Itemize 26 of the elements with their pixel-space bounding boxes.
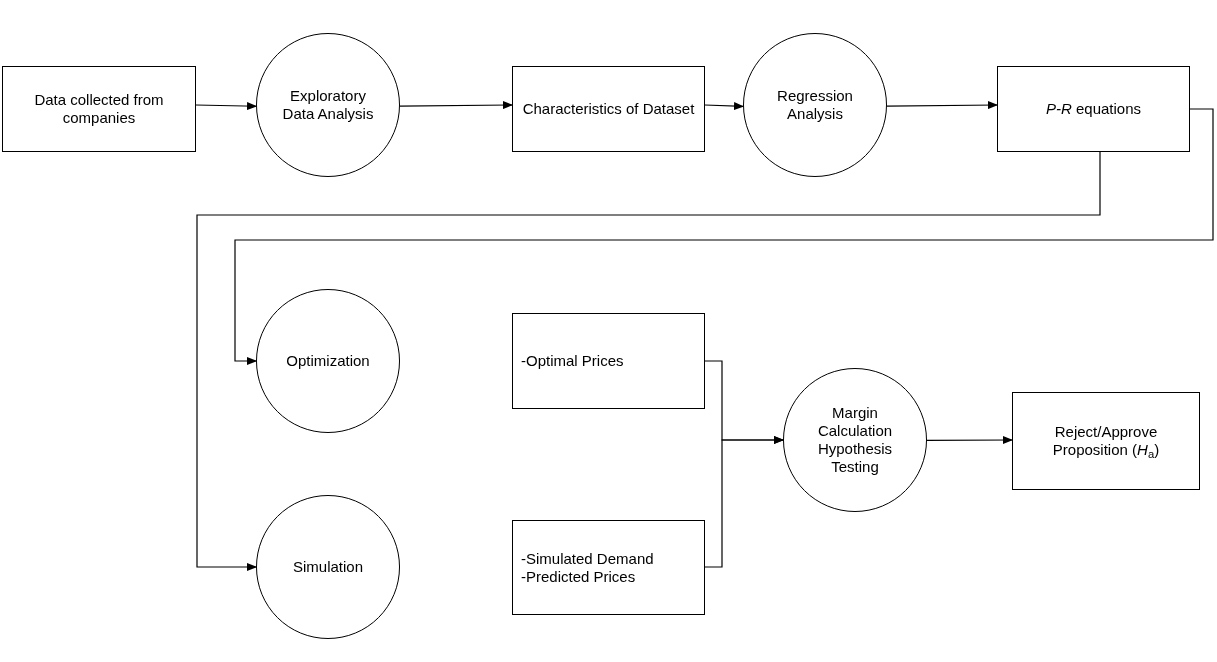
process-box <box>512 520 705 615</box>
process-box <box>2 66 196 152</box>
node-text: P-R equations <box>1045 100 1142 118</box>
arrow <box>196 151 1101 571</box>
arrow <box>399 101 513 110</box>
process-box <box>512 66 705 152</box>
node-text: Regression Analysis <box>776 87 854 123</box>
arrow <box>195 102 257 111</box>
arrow <box>704 436 784 568</box>
process-box <box>1012 392 1200 490</box>
node-text: Data collected from companies <box>33 91 165 127</box>
node-text: Exploratory Data Analysis <box>281 87 375 123</box>
node-text: Simulation <box>292 558 363 576</box>
arrow <box>234 108 1214 365</box>
process-box <box>997 66 1190 152</box>
node-text: Reject/Approve Proposition (H$_{a}$) <box>1051 423 1161 459</box>
process-box <box>512 313 705 409</box>
node-text: -Simulated Demand <box>521 549 654 568</box>
arrow <box>704 102 744 111</box>
node-text: Margin Calculation Hypothesis Testing <box>816 404 894 476</box>
node-text: Optimization <box>286 352 370 370</box>
node-text: -Predicted Prices <box>521 567 636 586</box>
arrow <box>886 101 998 110</box>
arrow <box>926 436 1013 445</box>
node-text: -Optimal Prices <box>521 352 624 370</box>
node-text: Characteristics of Dataset <box>522 100 695 118</box>
